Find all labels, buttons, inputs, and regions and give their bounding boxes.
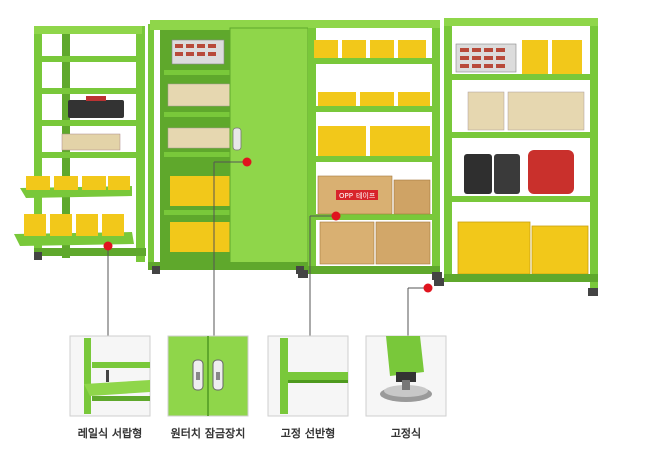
detail-thumb-fixed-shelf xyxy=(267,335,349,417)
caption-fixed-shelf: 고정 선반형 xyxy=(280,427,336,440)
detail-thumb-lock xyxy=(167,335,249,417)
tape-box-brand: OPP xyxy=(339,192,353,200)
shelf-unit-fixed: OPP 테이프 xyxy=(298,20,442,280)
shelf-unit-cabinet xyxy=(148,20,309,274)
caption-rail-drawer: 레일식 서랍형 xyxy=(77,427,143,440)
callout-dot-foot xyxy=(423,283,433,293)
callouts xyxy=(103,157,433,336)
detail-thumb-rail-drawer xyxy=(69,335,151,417)
caption-one-touch-lock: 원터치 잠금장치 xyxy=(170,427,246,440)
tape-box-text: 테이프 xyxy=(356,191,376,200)
callout-dot-lock xyxy=(242,157,252,167)
callout-dot-shelf xyxy=(331,211,341,221)
caption-fixed-foot: 고정식 xyxy=(390,427,422,440)
shelf-unit-rail-drawer xyxy=(14,26,146,262)
shelf-unit-right xyxy=(434,18,598,296)
callout-dot-rail xyxy=(103,241,113,251)
detail-thumb-foot xyxy=(365,335,447,417)
